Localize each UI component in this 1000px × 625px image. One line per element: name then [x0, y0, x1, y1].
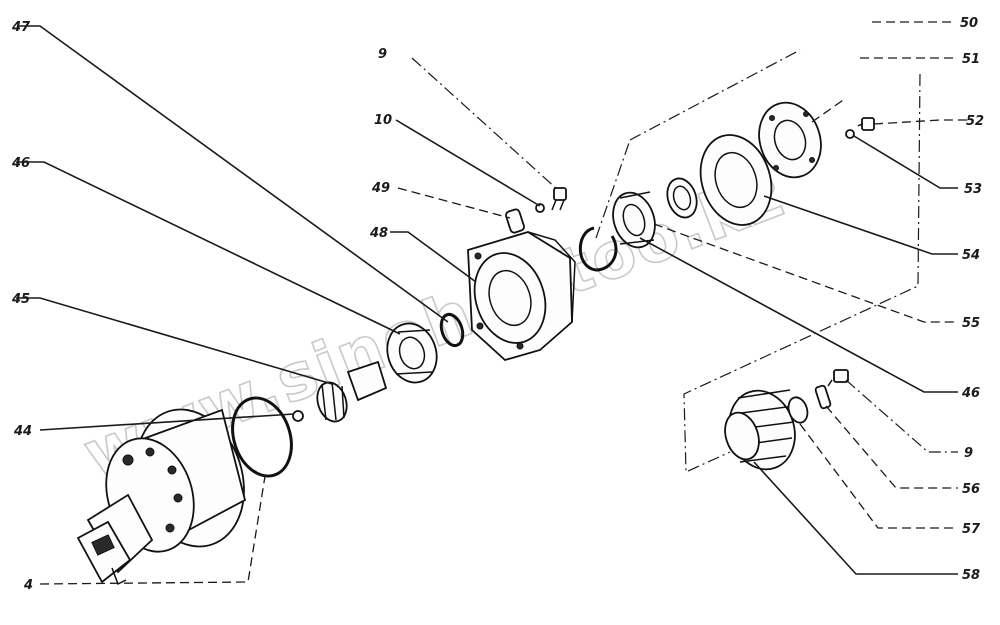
callout-55: 55 [962, 316, 980, 331]
assembly-axis-right [683, 73, 921, 473]
leader-46 [16, 161, 401, 335]
callout-48: 48 [369, 226, 388, 241]
leader-52 [873, 119, 968, 125]
callout-52: 52 [966, 114, 984, 129]
part-49-lock-plate [505, 208, 525, 234]
callout-10: 10 [374, 113, 392, 128]
leader-49 [397, 187, 511, 219]
callout-53: 53 [964, 182, 982, 197]
leader-51 [811, 57, 958, 123]
callout-54: 54 [962, 248, 980, 263]
leader-4 [39, 469, 267, 585]
part-57-disc [787, 396, 809, 424]
retaining-ring [578, 226, 618, 272]
leader-55 [653, 223, 958, 323]
leader-44 [39, 413, 295, 431]
part-44-ball [292, 410, 304, 422]
leader-45 [16, 297, 333, 385]
callout-47: 47 [11, 20, 31, 35]
part-10-washer [535, 203, 545, 213]
leader-48 [390, 231, 477, 283]
bearing-race [666, 177, 698, 219]
leader-56 [825, 405, 958, 489]
part-45-pinion-shaft [316, 360, 388, 423]
o-ring-large [231, 396, 293, 478]
callout-4: 4 [23, 578, 33, 593]
leader-10 [395, 119, 541, 207]
part-55-bearing [612, 191, 656, 249]
leader-57 [799, 423, 958, 529]
part-47-snap-ring [439, 312, 465, 348]
leader-9-top [411, 57, 559, 191]
part-48-housing [467, 231, 576, 362]
callout-45: 45 [11, 292, 30, 307]
part-53-washer [845, 129, 855, 139]
part-46-bearing [386, 322, 438, 384]
leader-58 [753, 461, 958, 575]
callout-9-top: 9 [378, 47, 387, 62]
callout-9-right: 9 [964, 446, 973, 461]
callout-49: 49 [371, 181, 390, 196]
callout-44: 44 [13, 424, 32, 439]
part-52-bolt [857, 117, 875, 131]
leader-46-right [639, 237, 958, 393]
part-56-lock-plate [814, 384, 832, 410]
part-9-bolt-right [827, 369, 849, 387]
callout-56: 56 [962, 482, 980, 497]
part-9-bolt-top [551, 187, 567, 211]
callout-51: 51 [962, 52, 980, 67]
leader-9-right [845, 379, 958, 453]
part-54-gasket [699, 134, 773, 226]
leader-53 [853, 135, 958, 189]
part-51-cover [758, 101, 822, 179]
callout-46: 46 [11, 156, 30, 171]
leader-54 [763, 195, 958, 255]
assembly-axis-upper [629, 49, 801, 141]
part-58-gear [724, 389, 796, 471]
callout-58: 58 [962, 568, 980, 583]
callout-46-right: 46 [961, 386, 980, 401]
callout-57: 57 [962, 522, 981, 537]
leader-47 [18, 25, 449, 323]
part-4-hydraulic-motor [76, 408, 247, 586]
assembly-axis-step [595, 139, 631, 239]
callout-50: 50 [960, 16, 978, 31]
